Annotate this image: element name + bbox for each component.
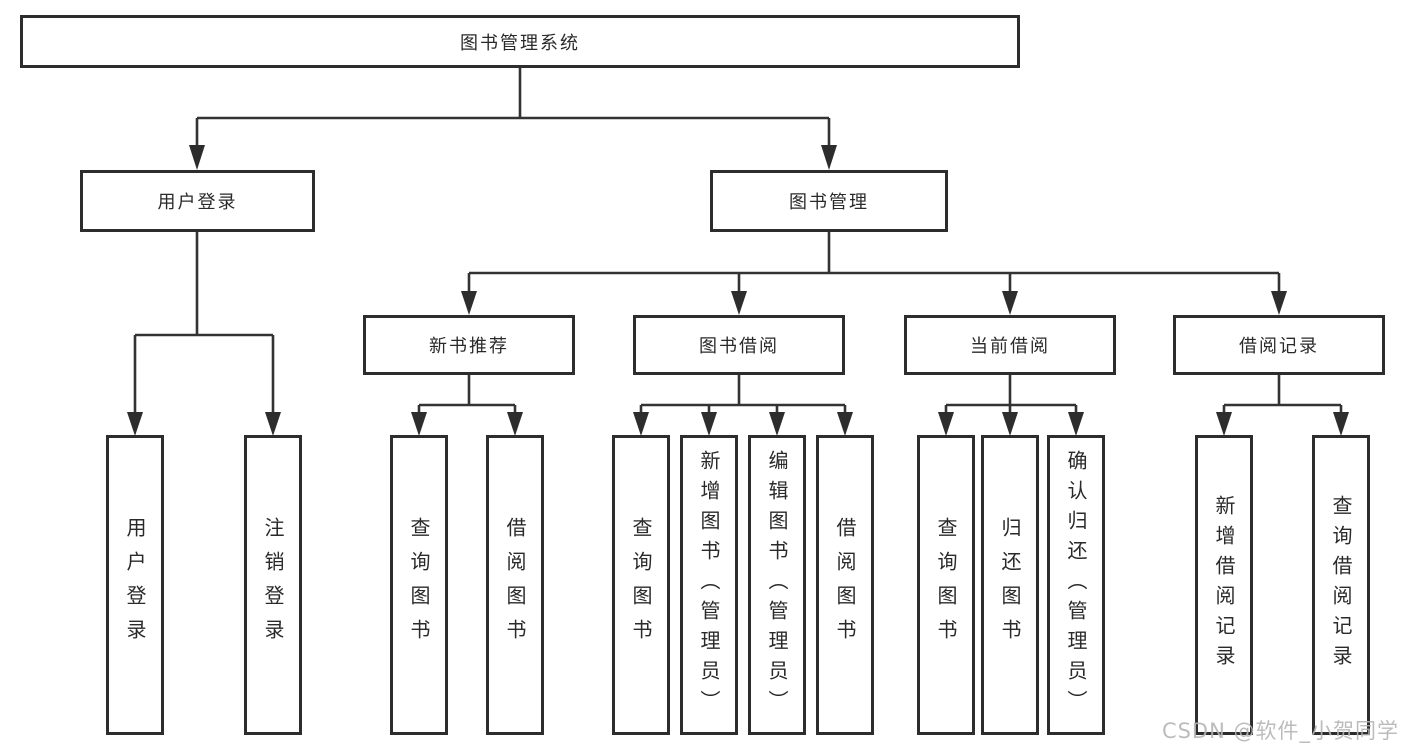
node-leaf-add-books-admin: 新增图书（管理员） xyxy=(680,435,738,735)
node-leaf-add-borrow-record: 新增借阅记录 xyxy=(1195,435,1253,735)
node-current-borrowing: 当前借阅 xyxy=(904,315,1116,375)
node-leaf-user-login: 用户登录 xyxy=(106,435,164,735)
node-user-login: 用户登录 xyxy=(80,170,315,232)
csdn-watermark: CSDN @软件_小贺同学 xyxy=(1161,719,1399,743)
node-leaf-query-books-2: 查询图书 xyxy=(612,435,670,735)
node-leaf-confirm-return-admin: 确认归还（管理员） xyxy=(1047,435,1105,735)
node-leaf-query-books-1: 查询图书 xyxy=(390,435,448,735)
node-book-management: 图书管理 xyxy=(710,170,948,232)
node-leaf-borrow-books-1: 借阅图书 xyxy=(486,435,544,735)
node-leaf-query-borrow-record: 查询借阅记录 xyxy=(1312,435,1370,735)
node-leaf-edit-books-admin: 编辑图书（管理员） xyxy=(748,435,806,735)
node-leaf-logout: 注销登录 xyxy=(244,435,302,735)
node-new-book-recommendation: 新书推荐 xyxy=(363,315,575,375)
node-library-management-system: 图书管理系统 xyxy=(20,15,1020,68)
node-borrowing-records: 借阅记录 xyxy=(1173,315,1385,375)
node-book-borrowing: 图书借阅 xyxy=(633,315,845,375)
node-leaf-query-books-3: 查询图书 xyxy=(917,435,975,735)
node-leaf-borrow-books-2: 借阅图书 xyxy=(816,435,874,735)
node-leaf-return-books: 归还图书 xyxy=(981,435,1039,735)
